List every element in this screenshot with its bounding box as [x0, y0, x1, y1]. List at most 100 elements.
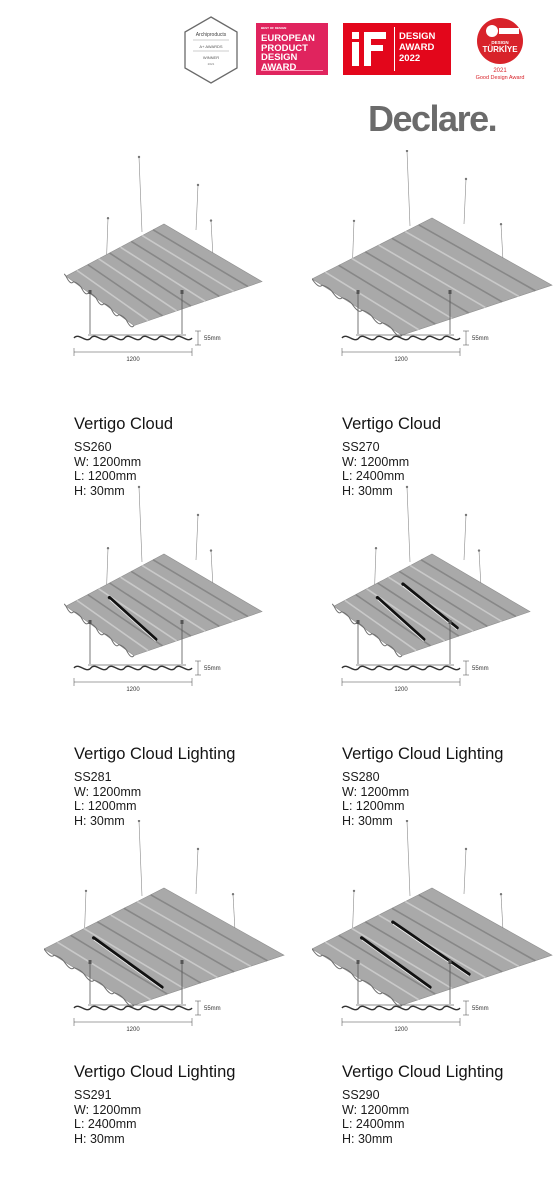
- led-light-glow: [361, 939, 431, 990]
- ceiling-anchor-icon: [84, 889, 88, 893]
- ceiling-anchor-icon: [196, 847, 200, 851]
- panel-ridge: [70, 934, 168, 995]
- suspension-cable: [463, 178, 467, 225]
- elevation-anchor-icon: [88, 620, 92, 624]
- archiproducts-line3: 2021: [207, 62, 215, 66]
- european-product-design-award-badge: BEST OF DESIGN EUROPEAN PRODUCT DESIGN A…: [256, 23, 328, 75]
- if-divider: [394, 27, 395, 71]
- product-height: H: 30mm: [342, 1131, 393, 1146]
- suspension-cable: [138, 486, 143, 563]
- product-illustration: 1200 55mm: [64, 155, 263, 363]
- ceiling-anchor-icon: [209, 219, 213, 222]
- panel-ridge: [76, 269, 149, 322]
- led-light-bar: [91, 936, 164, 989]
- elevation-wave-panel: [341, 335, 461, 341]
- width-dimension-label: 1200: [126, 687, 140, 693]
- led-light-bar: [107, 595, 158, 641]
- elevation-wave-panel: [341, 665, 461, 671]
- height-dimension-label: 55mm: [472, 336, 489, 342]
- suspension-cable: [138, 156, 143, 233]
- suspension-cable: [463, 848, 467, 895]
- ceiling-anchor-icon: [374, 547, 378, 550]
- led-light-glow: [377, 599, 425, 642]
- ceiling-anchor-icon: [106, 547, 110, 550]
- product-width: W: 1200mm: [342, 454, 410, 469]
- product-name: Vertigo Cloud Lighting: [342, 745, 504, 763]
- panel-wavy-edge: [312, 278, 403, 337]
- panel-ridge: [418, 224, 536, 292]
- panel-ridge: [364, 251, 470, 314]
- led-light-glow: [93, 939, 163, 990]
- product-illustration: 1200 55mm: [312, 150, 553, 363]
- ceiling-anchor-icon: [231, 893, 235, 896]
- panel-ridge: [351, 927, 453, 990]
- product-width: W: 1200mm: [342, 1102, 410, 1117]
- product-name: Vertigo Cloud Lighting: [74, 1063, 236, 1081]
- if-logo-icon: [347, 27, 391, 71]
- ceiling-anchor-icon: [196, 183, 200, 187]
- ceiling-anchor-icon: [352, 219, 356, 223]
- ceiling-anchor-icon: [464, 847, 468, 851]
- panel-ridge: [338, 934, 436, 995]
- product-code: SS291: [74, 1088, 112, 1102]
- ceiling-anchor-icon: [196, 513, 200, 517]
- panel-ridge: [120, 576, 206, 632]
- ceiling-anchor-icon: [405, 485, 409, 489]
- panel-ridge: [355, 593, 431, 647]
- panel-wavy-edge: [332, 603, 403, 658]
- product-height: H: 30mm: [74, 813, 125, 828]
- declare-brand-logo: Declare.: [368, 98, 498, 139]
- panel-ridge: [98, 258, 178, 312]
- suspension-cable: [463, 514, 467, 561]
- panel-ridge: [87, 593, 163, 647]
- width-dimension-label: 1200: [126, 357, 140, 363]
- archiproducts-award-badge: Archiproducts A+ AWARDS WINNER 2021: [180, 14, 242, 86]
- panel-ridge: [404, 900, 520, 968]
- elevation-anchor-icon: [88, 960, 92, 964]
- panel-ridge: [150, 894, 268, 962]
- turkiye-line2: TÜRKİYE: [482, 45, 518, 54]
- ceiling-anchor-icon: [499, 893, 503, 896]
- panel-ridge: [141, 564, 234, 623]
- panel-ridge: [338, 264, 436, 325]
- awards-row: Archiproducts A+ AWARDS WINNER 2021 BEST…: [180, 14, 530, 86]
- height-dimension-label: 55mm: [204, 336, 221, 342]
- product-height: H: 30mm: [342, 483, 393, 498]
- ceiling-anchor-icon: [137, 485, 141, 489]
- height-dimension-label: 55mm: [204, 666, 221, 672]
- ceiling-anchor-icon: [405, 820, 409, 823]
- suspension-cable: [138, 820, 143, 897]
- elevation-wave-panel: [73, 665, 193, 671]
- elevation-anchor-icon: [88, 290, 92, 294]
- product-width: W: 1200mm: [74, 454, 142, 469]
- elevation-wave-panel: [73, 1005, 193, 1011]
- elevation-anchor-icon: [180, 290, 184, 294]
- product-length: L: 1200mm: [342, 799, 405, 813]
- led-light-bar: [359, 936, 432, 989]
- panel-ridge: [418, 894, 536, 962]
- product-width: W: 1200mm: [74, 1102, 142, 1117]
- product-length: L: 1200mm: [74, 469, 137, 483]
- product-code: SS281: [74, 770, 112, 784]
- product-illustration: 1200 55mm: [64, 485, 263, 693]
- panel-ridge: [398, 570, 488, 627]
- ceiling-anchor-icon: [499, 223, 503, 226]
- archiproducts-brand: Archiproducts: [195, 32, 227, 38]
- width-dimension-label: 1200: [394, 357, 408, 363]
- panel-ridge: [351, 257, 453, 320]
- height-dimension-label: 55mm: [472, 1006, 489, 1012]
- suspension-cable: [406, 820, 411, 897]
- product-name: Vertigo Cloud: [342, 415, 442, 433]
- panel-ridge: [109, 252, 192, 307]
- epda-title: EUROPEAN PRODUCT DESIGN AWARD: [261, 33, 315, 73]
- suspension-cable: [195, 184, 199, 231]
- panel-ridge: [377, 582, 460, 637]
